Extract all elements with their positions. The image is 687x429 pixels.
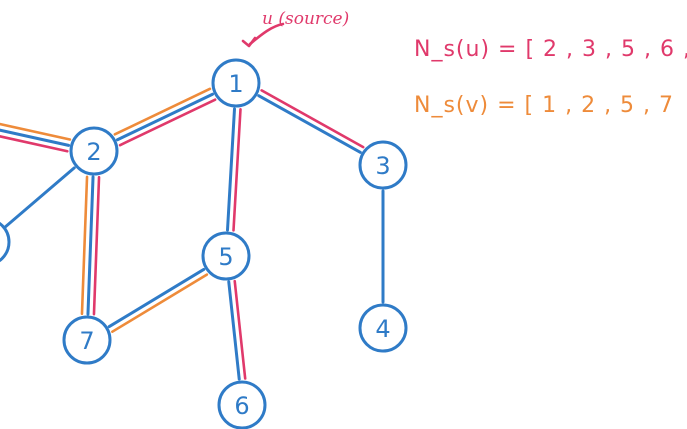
node-circle (358, 303, 408, 353)
edge-line (0, 128, 71, 147)
edge-highlight-pink (118, 98, 217, 147)
edge-highlight-pink (233, 279, 247, 380)
node-2: 2 (69, 126, 119, 176)
edge-5-7 (107, 267, 209, 333)
edge-2-7 (80, 175, 101, 316)
node-label: 7 (79, 327, 94, 355)
edge-line (115, 92, 215, 142)
edge-highlight-pink (0, 135, 69, 153)
edge-highlight-orange (80, 175, 89, 316)
edge-line (226, 107, 236, 232)
edge-layer (0, 87, 385, 381)
node-7: 7 (62, 315, 112, 365)
edge-5-6 (227, 279, 247, 381)
node-label: 2 (86, 138, 101, 166)
node-4: 4 (358, 303, 408, 353)
source-annotation: u (source) (241, 9, 349, 48)
node-3: 3 (358, 140, 408, 190)
node-label: 3 (375, 152, 390, 180)
edge-highlight-pink (232, 108, 242, 232)
node-circle (201, 231, 251, 281)
edge-line (257, 94, 362, 154)
edge-highlight-orange (0, 122, 72, 141)
edge-line (227, 280, 241, 381)
node-6: 6 (217, 380, 267, 429)
edge-highlight-orange (113, 87, 212, 136)
source-arrow-head-icon (241, 36, 257, 48)
edge-line (107, 267, 206, 329)
edge-highlight-orange (111, 273, 209, 333)
node-circle (358, 140, 408, 190)
neighbor-set-u: N_s(u) = [ 2 , 3 , 5 , 6 , 7 , (414, 37, 687, 62)
edge-1-5 (226, 107, 242, 232)
node-circle (69, 126, 119, 176)
node-layer: 1 2 3 4 5 6 7 (62, 58, 408, 429)
neighbor-set-v: N_s(v) = [ 1 , 2 , 5 , 7 (414, 93, 674, 118)
edge-highlight-pink (92, 175, 101, 316)
node-5: 5 (201, 231, 251, 281)
node-label: 1 (228, 70, 243, 98)
node-label: 6 (234, 392, 249, 420)
node-label: 5 (218, 243, 233, 271)
node-offscreen (0, 221, 11, 263)
edge-2-offscreen-left-top (0, 122, 72, 153)
node-1: 1 (211, 58, 261, 108)
source-label: u (source) (262, 9, 349, 29)
edge-1-2 (113, 87, 217, 147)
node-circle (211, 58, 261, 108)
edge-highlight-pink (260, 89, 365, 149)
edge-2-offscreen-left-bottom (0, 166, 76, 234)
edge-line (86, 175, 95, 316)
node-circle (217, 380, 267, 429)
node-label: 4 (375, 315, 390, 343)
edge-line (0, 166, 76, 234)
node-circle (62, 315, 112, 365)
edge-1-3 (257, 89, 365, 154)
